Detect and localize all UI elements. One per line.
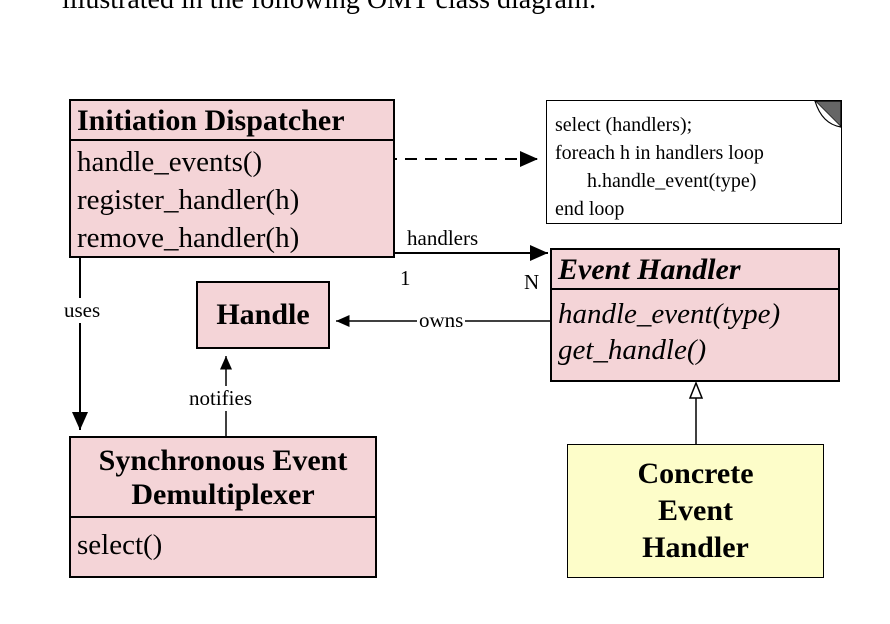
demultiplexer-title-line1: Synchronous Event [98, 444, 348, 477]
note-dogear-icon [814, 100, 842, 128]
method-handle-event: handle_event(type) [558, 298, 781, 330]
method-handle-events: handle_events() [77, 146, 263, 178]
handle-class: Handle [196, 281, 330, 349]
multiplicity-one-label: 1 [400, 266, 411, 290]
uses-label: uses [64, 298, 101, 323]
demultiplexer-title-line2: Demultiplexer [131, 478, 315, 511]
initiation-dispatcher-title: Initiation Dispatcher [71, 101, 393, 141]
method-select: select() [77, 529, 163, 561]
multiplicity-n-label: N [524, 270, 540, 294]
event-handler-title: Event Handler [552, 250, 838, 290]
demultiplexer-class: Synchronous Event Demultiplexer select() [69, 436, 377, 578]
note-line-1: select (handlers); [555, 114, 693, 136]
method-register-handler: register_handler(h) [77, 184, 300, 216]
event-handler-class: Event Handler handle_event(type) get_han… [550, 248, 840, 382]
inheritance-triangle [688, 380, 704, 399]
method-get-handle: get_handle() [558, 334, 707, 366]
owns-label: owns [417, 308, 466, 333]
method-remove-handler: remove_handler(h) [77, 222, 300, 254]
initiation-dispatcher-class: Initiation Dispatcher handle_events() re… [69, 99, 395, 258]
note-line-3: h.handle_event(type) [587, 170, 757, 192]
note-line-4: end loop [555, 198, 625, 220]
note-line-2: foreach h in handlers loop [555, 142, 764, 164]
pseudocode-note: select (handlers); foreach h in handlers… [546, 100, 842, 224]
handlers-label: handlers [407, 226, 479, 250]
caption-text: illustrated in the following OMT class d… [62, 0, 597, 16]
concrete-line3: Handler [642, 531, 749, 564]
notifies-label: notifies [189, 386, 252, 411]
handle-title: Handle [216, 298, 310, 331]
concrete-line2: Event [658, 494, 733, 527]
concrete-line1: Concrete [637, 457, 754, 490]
concrete-event-handler-class: Concrete Event Handler [567, 444, 824, 578]
